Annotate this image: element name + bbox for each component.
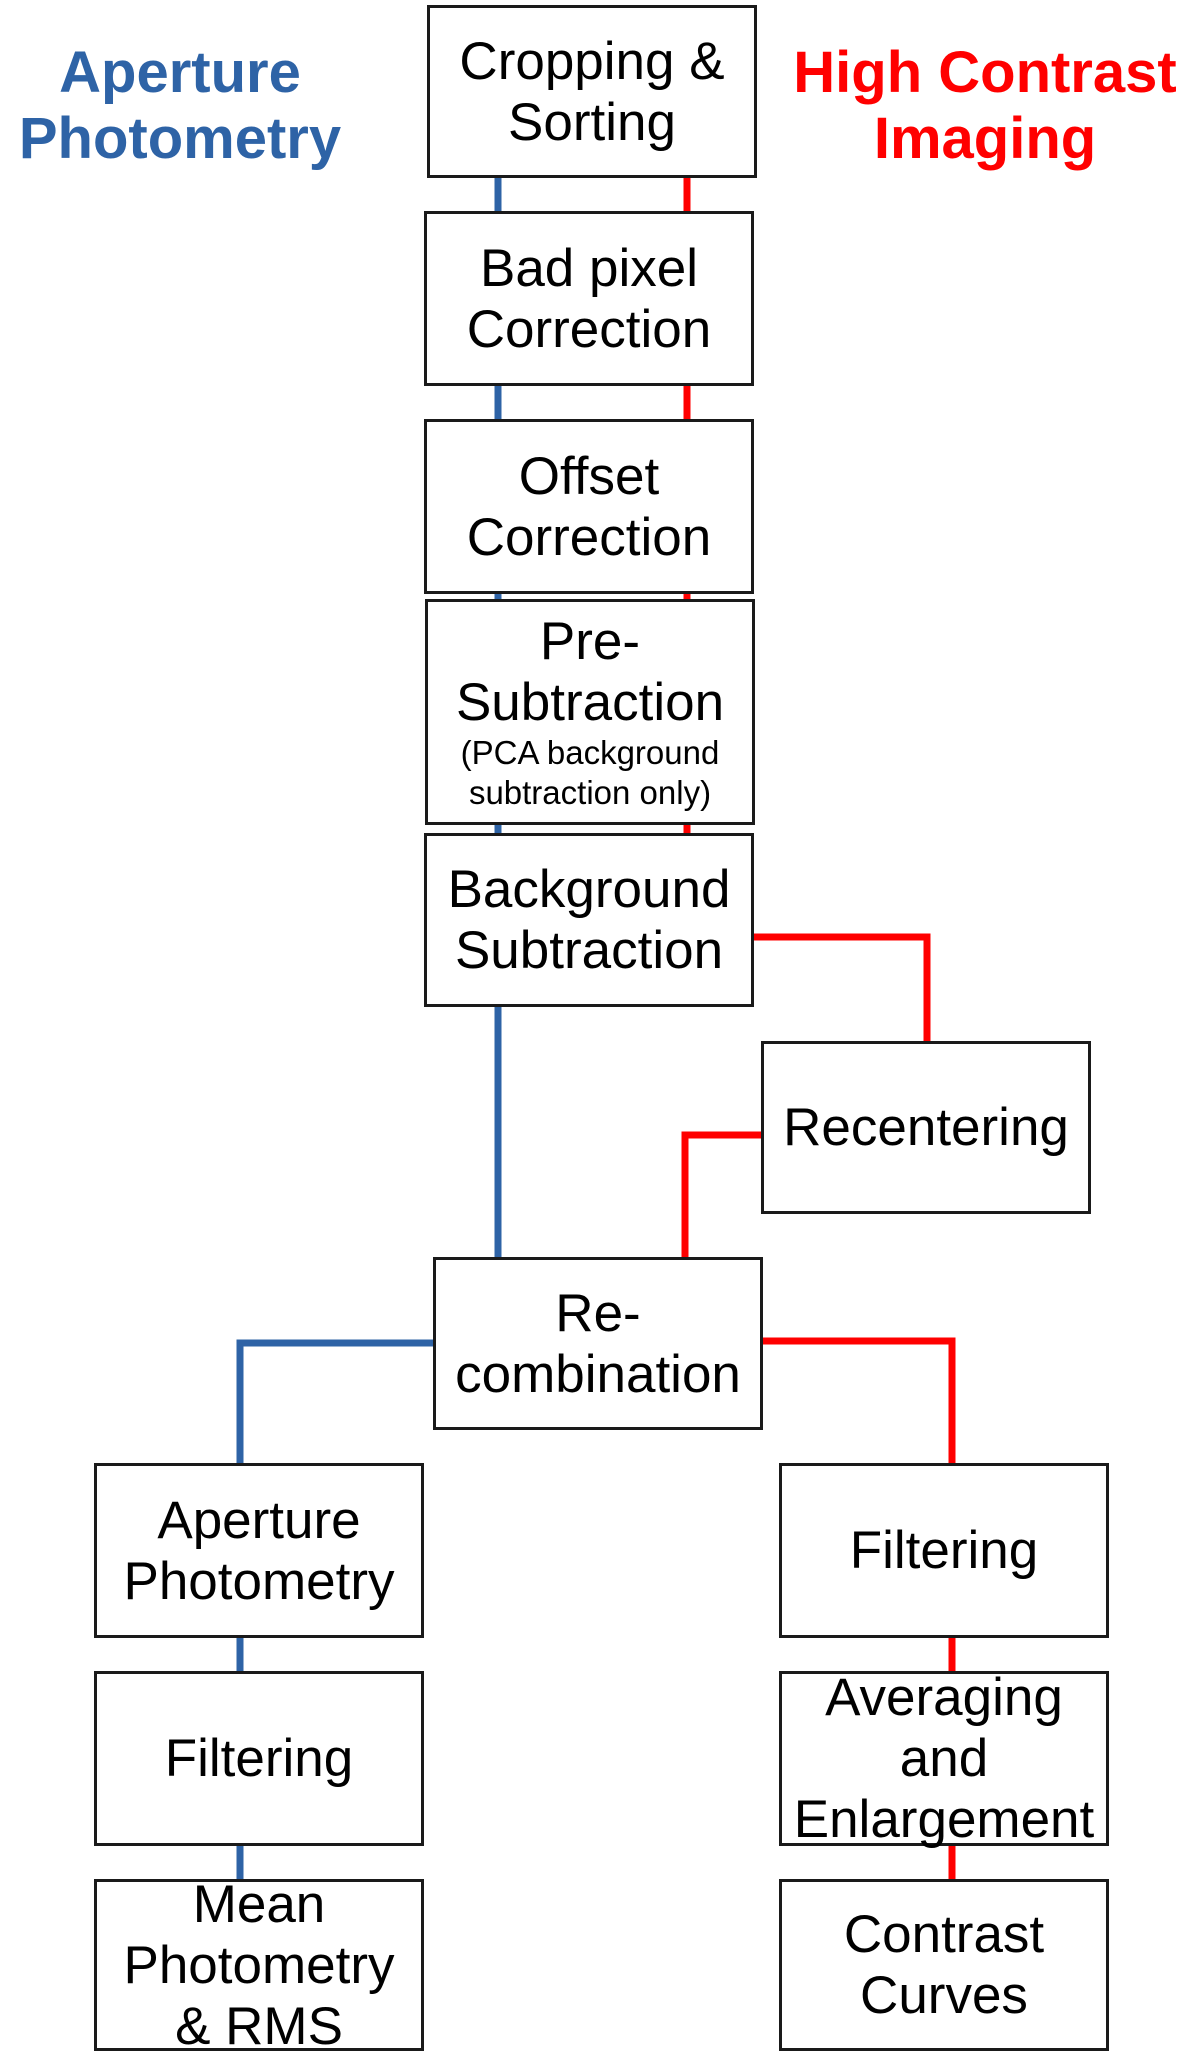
step-label: Enlargement — [793, 1790, 1095, 1849]
step-label: Photometry — [123, 1551, 395, 1611]
step-label: Offset — [518, 446, 660, 506]
step-label: Curves — [860, 1966, 1028, 2025]
contrast-path — [681, 175, 956, 1880]
background-subtraction-step: Background Subtraction — [424, 833, 754, 1007]
step-label: Aperture — [157, 1490, 361, 1550]
step-note: subtraction only) — [468, 774, 712, 811]
contrast-curves-step: Contrast Curves — [779, 1879, 1109, 2051]
step-label: Pre- — [539, 612, 641, 671]
step-label: Bad pixel — [479, 238, 699, 298]
offset-correction-step: Offset Correction — [424, 419, 754, 594]
step-note: (PCA background — [460, 734, 720, 771]
contrast-connector — [681, 1131, 763, 1258]
aperture-photometry-heading: Aperture Photometry — [0, 40, 360, 172]
heading-line: High Contrast — [793, 40, 1177, 105]
step-label: Mean — [192, 1874, 326, 1934]
high-contrast-imaging-heading: High Contrast Imaging — [770, 40, 1200, 172]
averaging-enlargement-step: Averaging and Enlargement — [779, 1668, 1109, 1849]
step-label: Averaging — [825, 1668, 1063, 1727]
step-label: Cropping & — [459, 31, 725, 91]
step-label: Background — [447, 860, 731, 919]
step-label: Re- — [555, 1283, 641, 1343]
bad-pixel-correction-step: Bad pixel Correction — [424, 211, 754, 386]
filtering-contrast-step: Filtering — [779, 1463, 1109, 1638]
step-label: Photometry — [123, 1935, 395, 1995]
step-label: and — [899, 1729, 989, 1788]
aperture-connector — [236, 1339, 435, 1464]
heading-line: Aperture — [59, 40, 301, 105]
cropping-sorting-step: Cropping & Sorting — [427, 5, 757, 178]
pre-subtraction-step: Pre- Subtraction (PCA background subtrac… — [425, 599, 755, 825]
step-label: & RMS — [175, 1996, 343, 2056]
mean-photometry-rms-step: Mean Photometry & RMS — [94, 1875, 424, 2056]
filtering-aperture-step: Filtering — [94, 1671, 424, 1846]
step-label: Sorting — [508, 92, 676, 152]
step-label: Contrast — [843, 1905, 1045, 1964]
step-label: Subtraction — [455, 673, 725, 732]
recentering-step: Recentering — [761, 1041, 1091, 1214]
contrast-connector — [762, 1337, 956, 1464]
heading-line: Photometry — [18, 106, 342, 171]
step-label: Correction — [466, 299, 712, 359]
contrast-connector — [754, 933, 931, 1042]
step-label: combination — [455, 1344, 741, 1404]
recombination-step: Re- combination — [433, 1257, 763, 1430]
step-label: Subtraction — [454, 921, 724, 980]
heading-line: Imaging — [873, 106, 1097, 171]
step-label: Filtering — [849, 1521, 1039, 1580]
step-label: Recentering — [783, 1098, 1069, 1157]
aperture-path — [236, 175, 502, 1880]
aperture-photometry-step: Aperture Photometry — [94, 1463, 424, 1638]
step-label: Correction — [466, 507, 712, 567]
step-label: Filtering — [164, 1729, 354, 1788]
